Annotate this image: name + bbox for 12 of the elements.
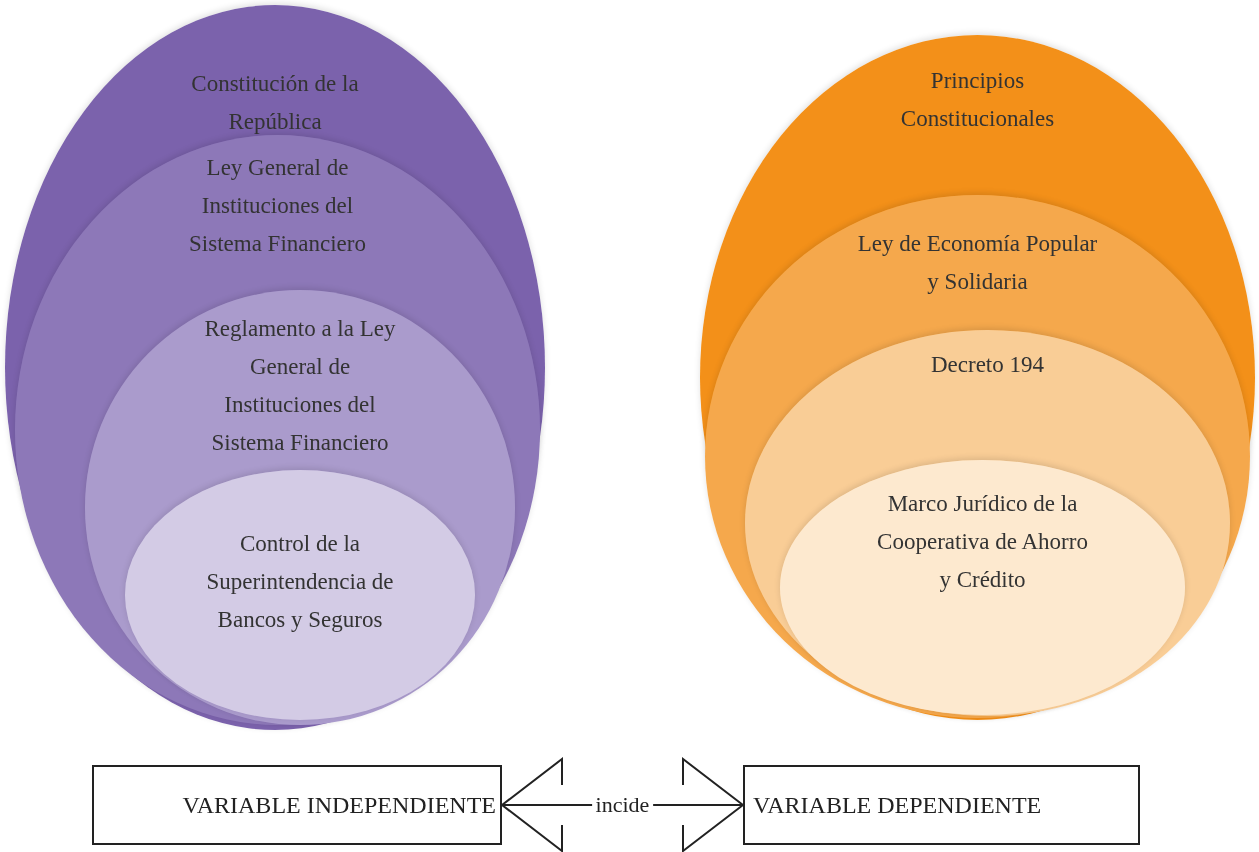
layer-label: Control de la Superintendencia de Bancos y Seguros	[205, 530, 395, 634]
layer-label: Reglamento a la Ley General de Instituciones del Sistema Financiero	[203, 315, 397, 457]
variable-label: VARIABLE DEPENDIENTE	[753, 791, 1042, 819]
layer-label: Ley General de Instituciones del Sistema Financiero	[188, 154, 367, 258]
variable-label: VARIABLE INDEPENDIENTE	[182, 791, 496, 819]
layer-label: Decreto 194	[929, 351, 1045, 379]
variable-box	[743, 765, 1140, 845]
layer-label: Principios Constitucionales	[899, 67, 1056, 133]
layer-label: Constitución de la República	[190, 70, 360, 136]
layer-label: Ley de Economía Popular y Solidaria	[856, 230, 1099, 296]
layer-label: Marco Jurídico de la Cooperativa de Ahorro y Crédito	[876, 490, 1089, 594]
variable-box	[92, 765, 502, 845]
